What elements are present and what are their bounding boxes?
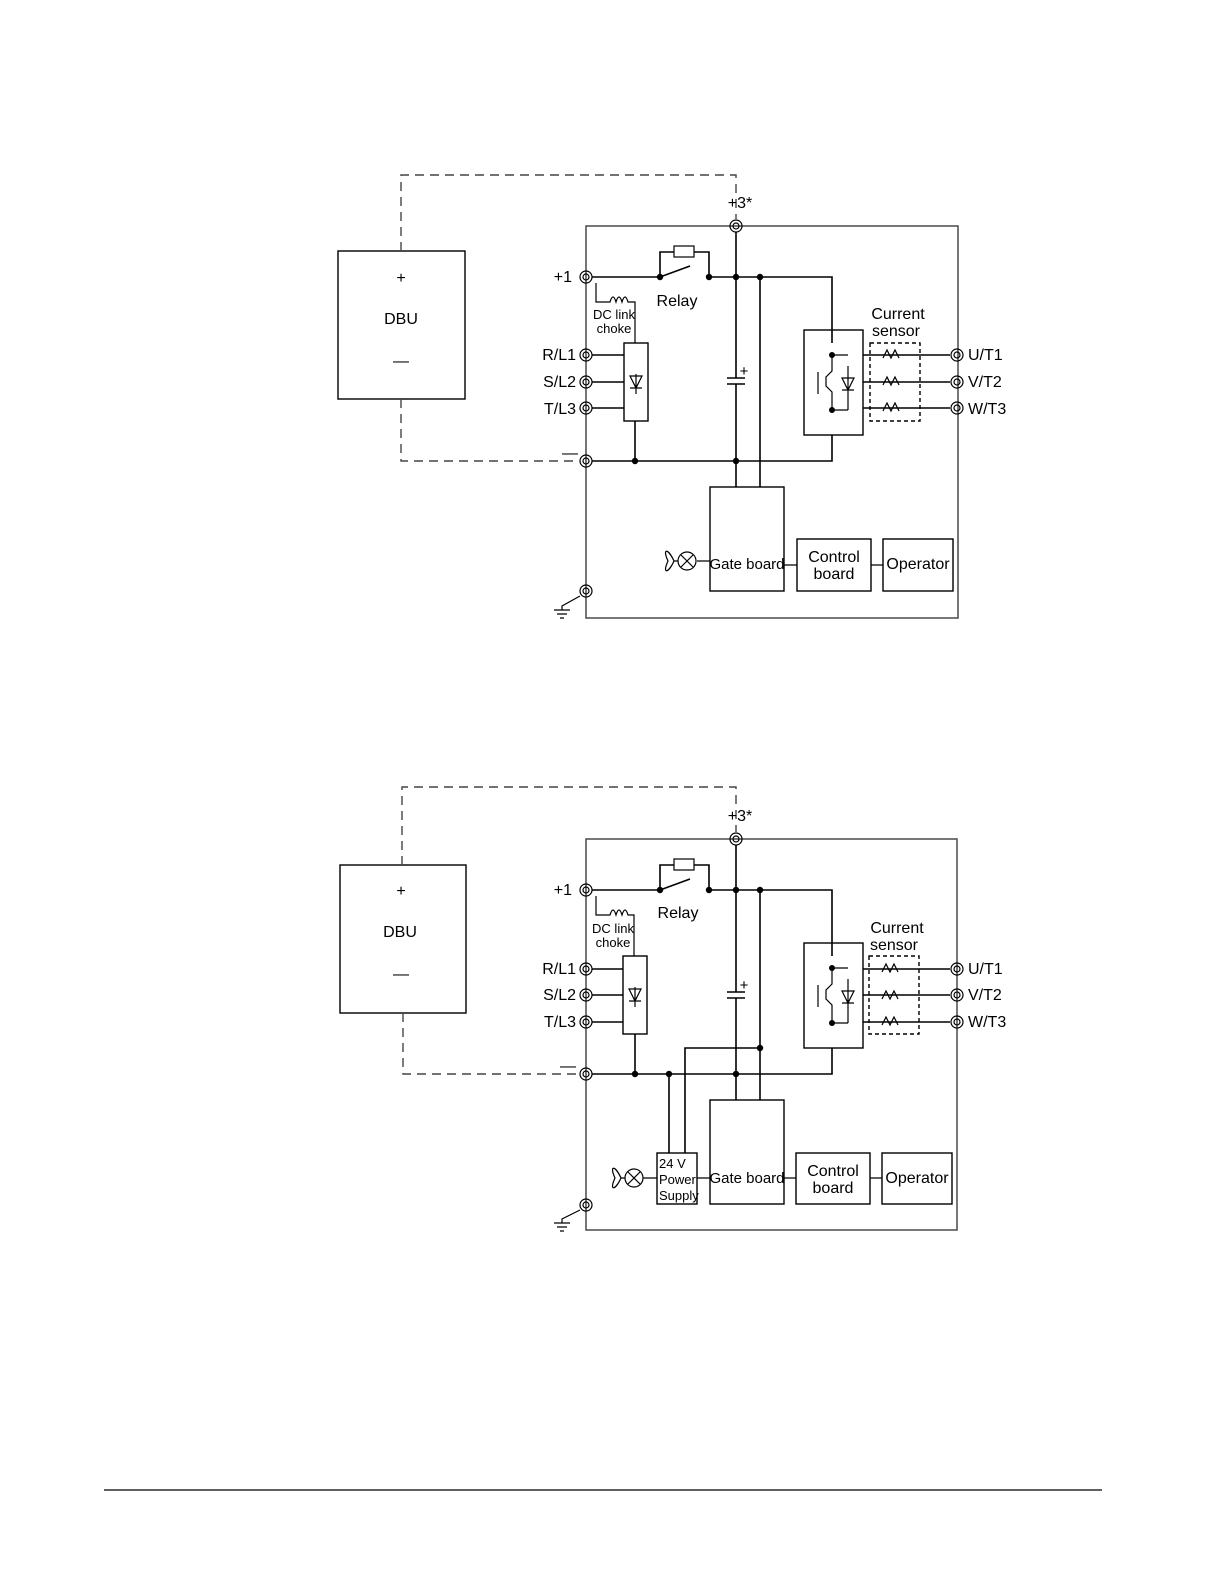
dbu-plus: + (396, 270, 405, 287)
dbu-plus-link (401, 175, 736, 251)
terminal-ut1-label: U/T1 (968, 961, 1003, 978)
ground-icon (554, 1210, 580, 1231)
choke-label: choke (597, 321, 632, 336)
dc-bus-capacitor (727, 845, 745, 1100)
dbu-label: DBU (383, 924, 417, 941)
sensor-label: sensor (870, 937, 919, 954)
rectifier-diode-icon (630, 374, 642, 394)
terminal-vt2-label: V/T2 (968, 987, 1002, 1004)
relay-label: Relay (657, 293, 698, 310)
terminal-plus1-label: +1 (554, 269, 572, 286)
choke-label: choke (596, 935, 631, 950)
dbu-plus: + (396, 883, 405, 900)
control-label: Control (808, 549, 860, 566)
terminal-sl2-label: S/L2 (543, 987, 576, 1004)
capacitor-plus: + (740, 977, 749, 994)
diagram-2: + DBU — +3* +1 Relay DC link choke (340, 787, 1006, 1231)
relay-resistor (674, 859, 694, 870)
gate-board (710, 487, 784, 591)
sensor-label: sensor (872, 323, 921, 340)
terminal-plus1-label: +1 (554, 882, 572, 899)
terminal-ut1-label: U/T1 (968, 347, 1003, 364)
psu-label-2: Power (659, 1172, 697, 1187)
dbu-minus: — (393, 966, 409, 983)
operator-label: Operator (885, 1170, 949, 1187)
gate-board-label: Gate board (709, 1170, 784, 1187)
terminal-rl1-label: R/L1 (542, 347, 576, 364)
current-sensor-coil-icon (883, 350, 899, 411)
relay-label: Relay (658, 905, 699, 922)
relay-switch (660, 266, 690, 277)
terminal-sl2-label: S/L2 (543, 374, 576, 391)
board-label: board (814, 566, 855, 583)
terminal-rl1-label: R/L1 (542, 961, 576, 978)
dbu-plus-link (402, 787, 736, 865)
dc-link-label: DC link (593, 307, 635, 322)
terminal-neg-label: — (562, 445, 578, 462)
terminal-plus3-label: +3* (728, 195, 752, 212)
inverter-module (804, 330, 863, 435)
terminal-tl3-label: T/L3 (544, 401, 576, 418)
current-label: Current (870, 920, 924, 937)
board-label: board (813, 1180, 854, 1197)
inverter-module (804, 943, 863, 1048)
gate-board-label: Gate board (709, 556, 784, 573)
terminal-neg-label: — (560, 1058, 576, 1075)
igbt-icon (818, 355, 854, 410)
cooling-fan-icon (613, 1168, 643, 1188)
capacitor-plus: + (740, 363, 749, 380)
current-label: Current (871, 306, 925, 323)
diagram-1: + DBU — +3* +1 Relay DC link choke (338, 175, 1006, 618)
cooling-fan-icon (666, 551, 696, 571)
psu-label-1: 24 V (659, 1156, 686, 1171)
dc-link-label: DC link (592, 921, 634, 936)
control-label: Control (807, 1163, 859, 1180)
relay-resistor (674, 246, 694, 257)
terminal-wt3-label: W/T3 (968, 1014, 1006, 1031)
dbu-minus: — (393, 353, 409, 370)
terminal-vt2-label: V/T2 (968, 374, 1002, 391)
gate-board (710, 1100, 784, 1204)
terminal-wt3-label: W/T3 (968, 401, 1006, 418)
rectifier-diode-icon (629, 987, 641, 1007)
dbu-label: DBU (384, 311, 418, 328)
ground-icon (554, 596, 580, 618)
terminal-tl3-label: T/L3 (544, 1014, 576, 1031)
relay-switch (660, 879, 690, 890)
igbt-icon (818, 968, 854, 1023)
terminal-plus3-label: +3* (728, 808, 752, 825)
psu-label-3: Supply (659, 1188, 699, 1203)
dc-bus-capacitor (727, 232, 745, 461)
operator-label: Operator (886, 556, 950, 573)
